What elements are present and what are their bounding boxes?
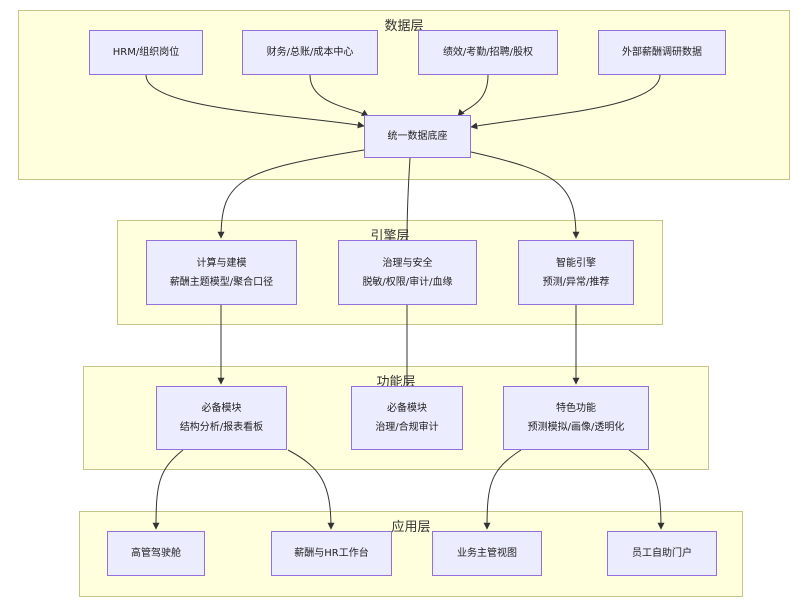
node-unified-label: 统一数据底座 [387,131,448,142]
node-required-b: 必备模块 治理/合规审计 [351,386,463,450]
node-compute-title: 计算与建模 [196,257,247,269]
node-hrm: HRM/组织岗位 [89,30,203,75]
node-intelligence-title: 智能引擎 [556,257,596,269]
node-self-service-label: 员工自助门户 [632,548,692,559]
node-governance-sub: 脱敏/权限/审计/血缘 [362,276,453,288]
node-required-a-sub: 结构分析/报表看板 [179,422,264,433]
node-performance: 绩效/考勤/招聘/股权 [418,30,558,75]
node-intelligence-sub: 预测/异常/推荐 [542,276,610,288]
node-hr-workbench-label: 薪酬与HR工作台 [294,548,369,559]
node-featured-sub: 预测模拟/画像/透明化 [527,422,625,433]
node-compute: 计算与建模 薪酬主题模型/聚合口径 [146,240,297,305]
node-required-a: 必备模块 结构分析/报表看板 [156,386,287,450]
node-required-b-sub: 治理/合规审计 [375,422,439,433]
node-governance: 治理与安全 脱敏/权限/审计/血缘 [338,240,477,305]
node-required-b-title: 必备模块 [387,403,427,414]
node-external: 外部薪酬调研数据 [598,30,726,75]
node-business-view: 业务主管视图 [432,531,542,576]
node-compute-sub: 薪酬主题模型/聚合口径 [169,276,274,288]
node-finance: 财务/总账/成本中心 [242,30,378,75]
node-self-service: 员工自助门户 [607,531,717,576]
node-executive: 高管驾驶舱 [107,531,205,576]
node-business-view-label: 业务主管视图 [457,548,517,559]
node-featured: 特色功能 预测模拟/画像/透明化 [503,386,649,450]
node-intelligence: 智能引擎 预测/异常/推荐 [518,240,634,305]
node-hr-workbench: 薪酬与HR工作台 [271,531,392,576]
node-unified: 统一数据底座 [364,115,471,158]
node-finance-label: 财务/总账/成本中心 [266,47,354,58]
node-external-label: 外部薪酬调研数据 [622,47,702,58]
node-required-a-title: 必备模块 [201,403,242,414]
application-layer-title: 应用层 [391,520,431,535]
node-executive-label: 高管驾驶舱 [131,548,181,559]
node-performance-label: 绩效/考勤/招聘/股权 [442,47,534,58]
data-layer-title: 数据层 [384,19,424,34]
node-featured-title: 特色功能 [556,403,596,414]
node-hrm-label: HRM/组织岗位 [112,47,180,58]
node-governance-title: 治理与安全 [382,257,433,269]
